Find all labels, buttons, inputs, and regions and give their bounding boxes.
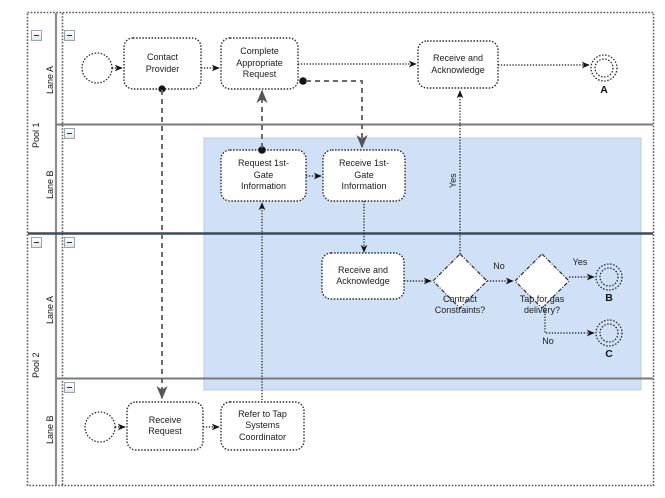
task-receive-and-acknowledge-pool1[interactable] (417, 40, 499, 89)
gateway-label-tap-for-gas-delivery: Tap for gas delivery? (519, 294, 565, 315)
message-flow-complete-to-receive1stgate (306, 80, 368, 149)
collapse-minus-icon-pool2[interactable] (31, 237, 42, 248)
message-flow-origin-dot-complete (299, 77, 307, 85)
flow-tap-no-to-end-c (544, 305, 595, 337)
start-event-pool2[interactable] (84, 411, 116, 443)
flow-label-tap-no: No (542, 336, 554, 346)
diagram-outer-border (26, 11, 655, 487)
message-flow-origin-dot-request1st (258, 146, 266, 154)
collapse-minus-icon-pool1[interactable] (31, 30, 42, 41)
flow-label-contract-no: No (493, 261, 505, 271)
task-complete-appropriate-request[interactable] (220, 37, 299, 90)
lane-label-pool1-laneB: Lane B (45, 170, 55, 200)
task-request-1st-gate-information[interactable] (220, 149, 307, 202)
task-receive-request[interactable] (126, 401, 204, 451)
collapse-minus-icon-pool2-laneA[interactable] (64, 237, 75, 248)
gateway-contract-constraints[interactable] (432, 253, 488, 309)
end-event-label-b: B (605, 292, 613, 304)
end-event-b-inner (599, 267, 619, 287)
task-receive-1st-gate-information[interactable] (322, 149, 406, 202)
end-event-label-a: A (600, 84, 608, 96)
collapse-minus-icon-pool1-laneA[interactable] (64, 30, 75, 41)
collapse-minus-icon-pool2-laneB[interactable] (64, 382, 75, 393)
lane-label-pool1-laneA: Lane A (45, 65, 55, 95)
task-contact-provider[interactable] (123, 37, 202, 90)
flow-label-tap-yes: Yes (572, 257, 588, 267)
lane-label-pool2-laneA: Lane A (45, 295, 55, 325)
end-event-a-inner (594, 58, 614, 78)
task-receive-and-acknowledge-pool2[interactable] (321, 252, 405, 300)
lane-label-pool2-laneB: Lane B (45, 415, 55, 445)
task-refer-to-tap-systems-coordinator[interactable] (220, 401, 305, 451)
gateway-tap-for-gas-delivery[interactable] (514, 253, 570, 309)
end-event-c-inner (599, 323, 619, 343)
start-event-pool1[interactable] (81, 52, 113, 84)
end-event-label-c: C (605, 348, 613, 360)
message-flow-origin-dot-contact (158, 85, 166, 93)
flow-label-yes-receive-acknowledge: Yes (448, 173, 458, 188)
gateway-label-contract-constraints: Contract Constraints? (434, 294, 486, 315)
collapse-minus-icon-pool1-laneB[interactable] (64, 128, 75, 139)
